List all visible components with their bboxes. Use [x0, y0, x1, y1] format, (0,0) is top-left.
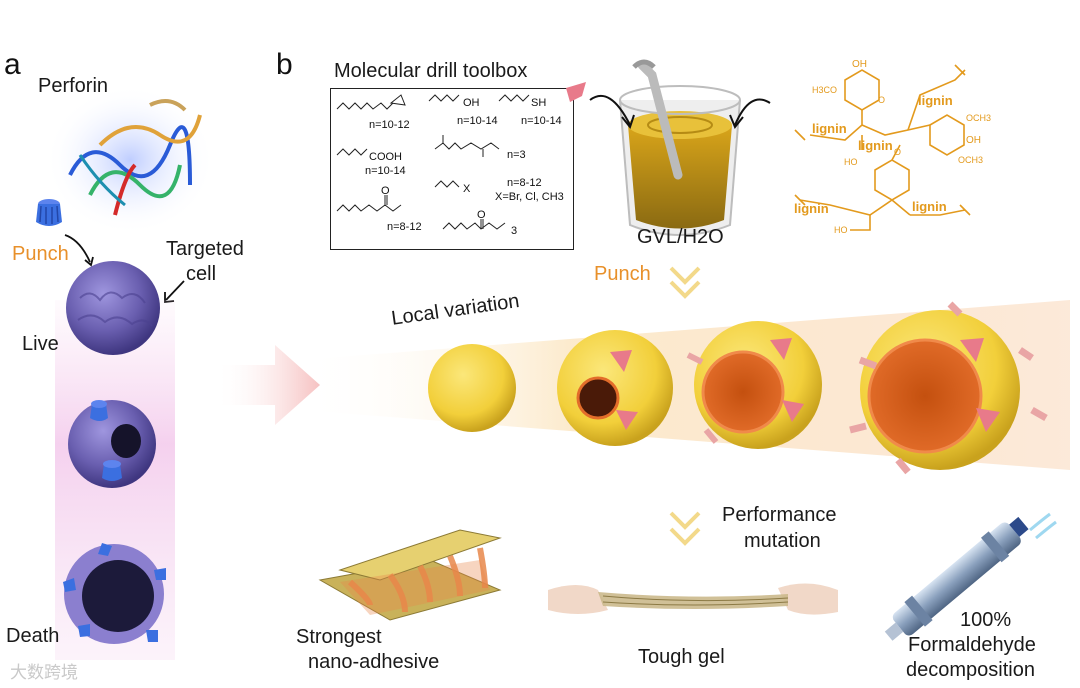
lignin-ho-bottom: HO [834, 225, 848, 235]
gel-label: Tough gel [638, 646, 725, 668]
particle-stage-3 [686, 321, 822, 449]
toolbox-title: Molecular drill toolbox [334, 60, 528, 82]
chem-sh-formula: SH [531, 97, 547, 109]
punch-arrow-icon [64, 234, 94, 267]
death-label: Death [6, 625, 60, 647]
lignin-ether-o-2: O [894, 147, 901, 157]
lignin-och3-b: OCH3 [958, 155, 983, 165]
lignin-label-2: lignin [812, 121, 847, 136]
transition-arrow [215, 345, 320, 425]
live-label: Live [22, 333, 59, 355]
tough-gel-graphic [548, 583, 838, 615]
chemical-structures [336, 94, 530, 230]
lignin-oh-right: OH [966, 135, 981, 146]
panel-a-punch-label: Punch [12, 243, 69, 265]
lignin-ho-mid: HO [844, 157, 858, 167]
live-cell [66, 261, 160, 355]
toolbox-panel: n=10-12 OH n=10-14 SH n=10-14 COOH n=10-… [330, 88, 574, 250]
dead-cell [63, 543, 166, 644]
solvent-label: GVL/H2O [637, 226, 724, 248]
nano-adhesive-graphic [318, 529, 502, 621]
drill-tool-icon [566, 82, 586, 102]
lignin-h3co: H3CO [812, 85, 837, 95]
reaction-beaker [589, 59, 771, 236]
watermark-text: 大数跨境 [10, 663, 78, 682]
perforin-protein-graphic [45, 85, 215, 235]
chem-olefin-range2: n=3 [507, 149, 526, 161]
performance-label-line2: mutation [744, 530, 821, 552]
chem-triacrylate-subscript: 3 [511, 225, 518, 237]
chem-acrylate-range: n=8-12 [387, 221, 422, 233]
particle-stage-1 [428, 344, 516, 432]
panel-b-punch-label: Punch [594, 263, 651, 285]
chem-epoxide-range: n=10-12 [369, 119, 410, 131]
pore-icon-1 [90, 400, 108, 421]
chem-sh-range: n=10-14 [521, 115, 562, 127]
lignin-och3-a: OCH3 [966, 113, 991, 123]
performance-down-chevron [669, 511, 701, 546]
panel-b-letter: b [276, 48, 293, 81]
formaldehyde-label-line2: Formaldehyde [908, 634, 1036, 656]
chem-cooh-range: n=10-14 [365, 165, 406, 177]
particle-progression [428, 301, 1048, 475]
chem-oh-formula: OH [463, 97, 480, 109]
performance-label-line1: Performance [722, 504, 837, 526]
punch-down-chevron [669, 266, 701, 299]
chem-oh-range: n=10-14 [457, 115, 498, 127]
chem-acrylate-o: O [381, 185, 390, 197]
adhesive-label-line1: Strongest [296, 626, 382, 648]
perforin-pore-icon [36, 199, 62, 226]
formaldehyde-label-line3: decomposition [906, 659, 1035, 681]
particle-stage-4 [849, 301, 1048, 475]
adhesive-label-line2: nano-adhesive [308, 651, 440, 673]
particle-stage-2 [557, 330, 673, 446]
perforin-label: Perforin [38, 75, 109, 97]
lignin-label-4: lignin [794, 201, 829, 216]
panel-a-letter: a [4, 48, 21, 81]
lignin-label-5: lignin [912, 199, 947, 214]
punched-cell [68, 400, 156, 488]
targeted-cell-label-line1: Targeted [166, 238, 244, 260]
lignin-structure: OH H3CO OCH3 OH OCH3 HO HO O O lignin li… [794, 59, 991, 235]
chem-triacrylate-o: O [477, 209, 486, 221]
chem-olefin-range1: n=8-12 [507, 177, 542, 189]
lignin-ether-o-1: O [878, 95, 885, 105]
lignin-oh-top: OH [852, 59, 867, 70]
chem-cooh-formula: COOH [369, 151, 402, 163]
chem-halide-formula: X [463, 183, 471, 195]
formaldehyde-label-line1: 100% [960, 609, 1012, 631]
targeted-cell-label-line2: cell [186, 263, 217, 285]
chem-halide-range: X=Br, Cl, CH3 [495, 191, 564, 203]
lignin-label-1: lignin [918, 93, 953, 108]
lignin-label-3: lignin [858, 138, 893, 153]
formaldehyde-device-graphic [884, 512, 1057, 641]
